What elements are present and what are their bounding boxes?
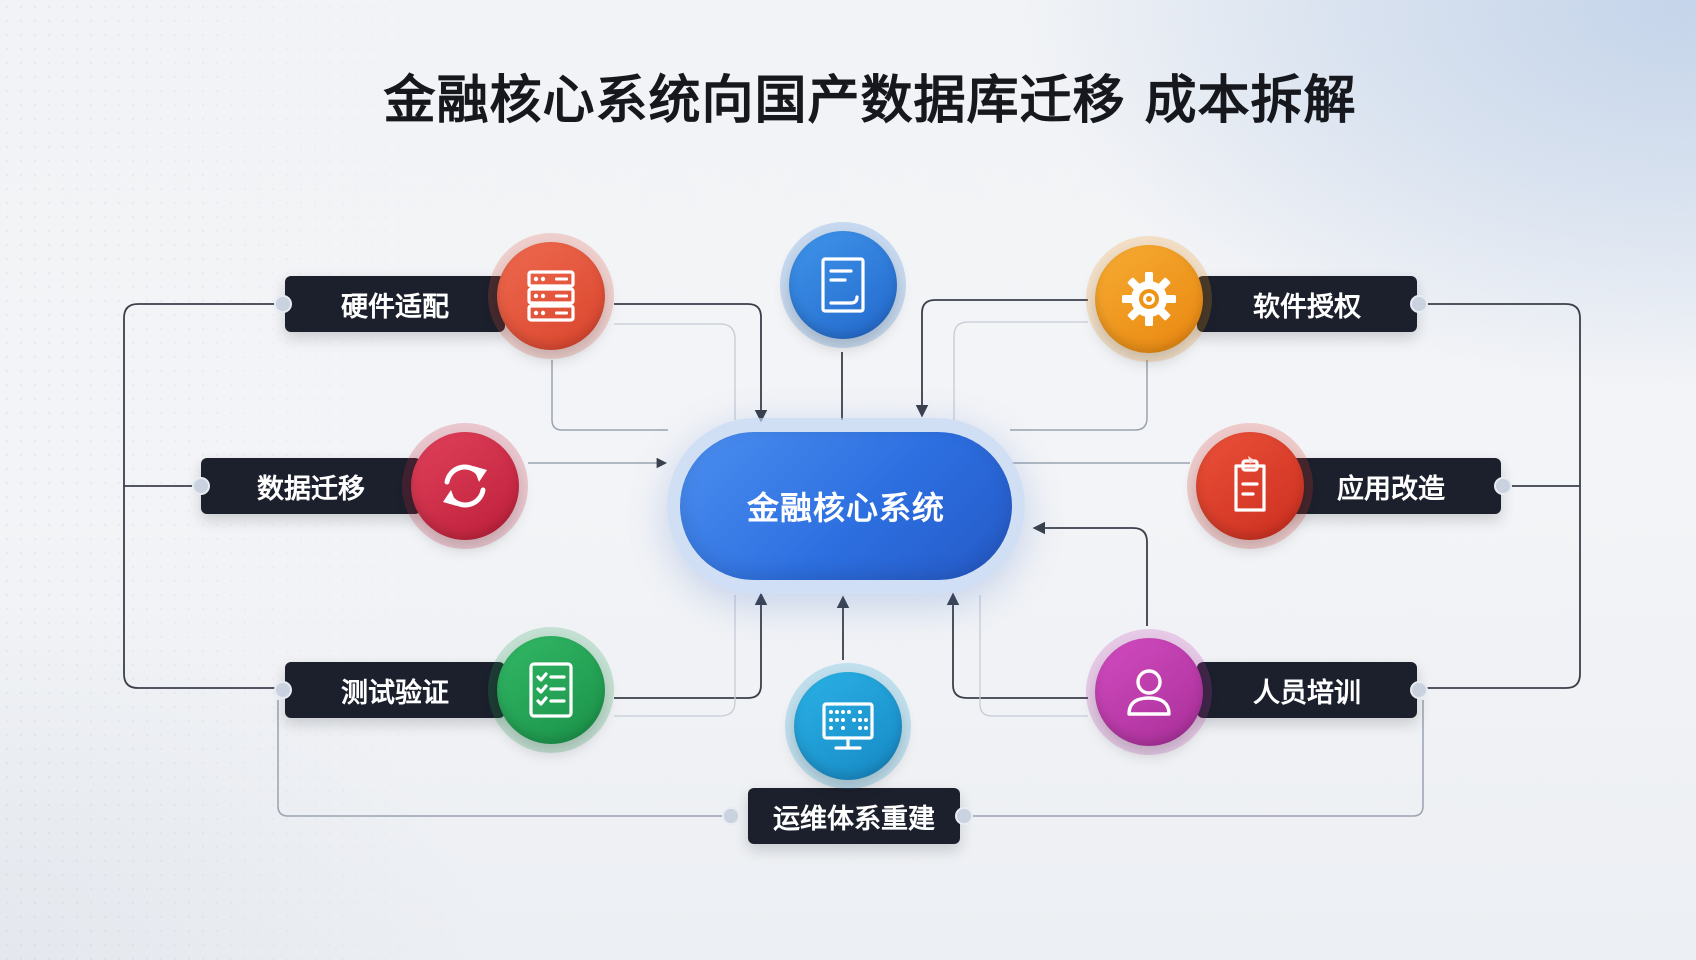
connector-dot — [1410, 295, 1428, 313]
label-migration: 数据迁移 — [201, 458, 421, 514]
node-hardware — [488, 233, 614, 359]
connector-dot — [955, 807, 973, 825]
monitor-dashboard-icon — [822, 702, 874, 750]
label-ops: 运维体系重建 — [748, 788, 960, 844]
connector-dot — [1410, 681, 1428, 699]
node-migration — [402, 423, 528, 549]
label-license: 软件授权 — [1197, 276, 1417, 332]
connector-dot — [274, 295, 292, 313]
clipboard-icon — [1234, 456, 1266, 512]
node-training — [1086, 629, 1212, 755]
connector-dot — [1494, 477, 1512, 495]
server-rack-icon — [527, 270, 575, 322]
hub-core-system: 金融核心系统 — [680, 432, 1012, 580]
node-document — [780, 222, 906, 348]
sync-icon — [443, 464, 487, 508]
connector-dot — [722, 807, 740, 825]
gear-icon — [1122, 272, 1176, 326]
connector-dot — [274, 681, 292, 699]
label-app: 应用改造 — [1281, 458, 1501, 514]
node-monitor — [785, 663, 911, 789]
checklist-icon — [529, 662, 573, 718]
node-license — [1086, 236, 1212, 362]
label-hardware: 硬件适配 — [285, 276, 505, 332]
person-icon — [1127, 669, 1171, 716]
connector-dot — [192, 477, 210, 495]
node-testing — [488, 627, 614, 753]
label-training: 人员培训 — [1197, 662, 1417, 718]
document-icon — [821, 257, 865, 313]
label-testing: 测试验证 — [285, 662, 505, 718]
page-title: 金融核心系统向国产数据库迁移 成本拆解 — [383, 71, 1357, 131]
node-app — [1187, 423, 1313, 549]
